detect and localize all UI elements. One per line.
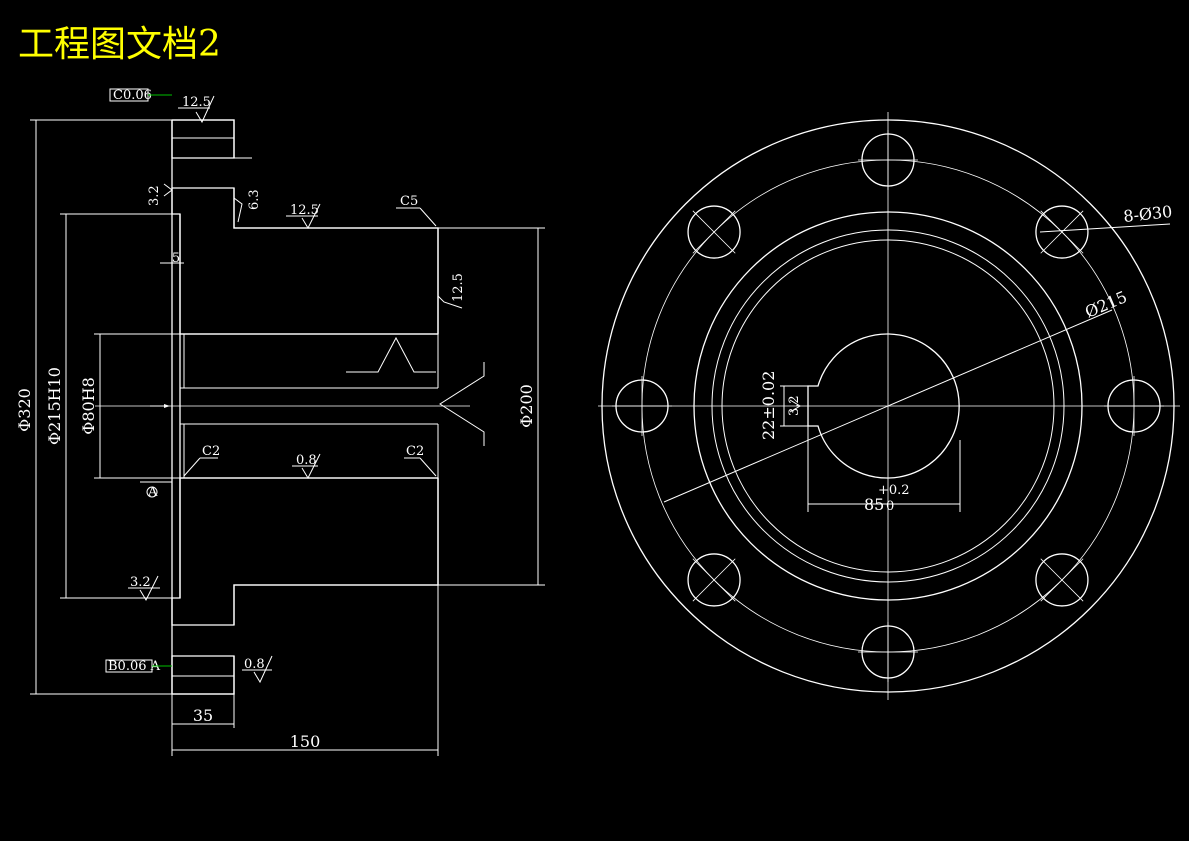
svg-text:C2: C2 [406, 444, 424, 459]
bolt-holes [612, 130, 1164, 682]
dim-150: 150 [290, 732, 321, 751]
bolt-hole [1035, 205, 1089, 259]
keyway-depth: 85 [864, 495, 884, 514]
bore-with-keyway [807, 333, 960, 479]
drawing-title: 工程图文档2 [18, 24, 221, 65]
upper-section-hatch [171, 119, 439, 335]
svg-text:12.5: 12.5 [182, 95, 211, 110]
bolt-hole-centerline [692, 210, 736, 254]
lower-section-hatch [171, 477, 439, 695]
svg-text:0.8: 0.8 [244, 657, 265, 672]
dim-phi200: Φ200 [517, 384, 536, 428]
chamfer-c2-left: C2 [183, 444, 220, 477]
svg-text:C2: C2 [202, 444, 220, 459]
finish-flange-inner-bottom: 3.2 [128, 575, 160, 602]
svg-text:3.2: 3.2 [147, 185, 162, 206]
finish-flange-step: 6.3 [233, 189, 262, 223]
finish-flange-inner-top: 3.2 [147, 183, 173, 206]
finish-bottom-flange: 0.8 [242, 655, 273, 684]
dim-phi80h8: Φ80H8 [79, 377, 98, 435]
tolerance-frame-top-label: C0.06 [113, 88, 152, 103]
end-view: 8-Ø30 Ø215 22±0.02 3.2 85 +0.2 0 [598, 112, 1180, 700]
chamfer-c2-right: C2 [404, 444, 437, 477]
holes-label: 8-Ø30 [1122, 202, 1173, 226]
bolt-hole [1035, 553, 1089, 607]
dim-phi215h10: Φ215H10 [45, 367, 64, 445]
bolt-hole-centerline [1040, 210, 1084, 254]
keyway-depth-tol-upper: +0.2 [878, 483, 910, 498]
svg-text:3.2: 3.2 [130, 575, 151, 590]
chamfer-c5: C5 [396, 194, 437, 227]
finish-hub-end: 12.5 [437, 273, 466, 309]
section-view: Φ320 Φ215H10 Φ80H8 Φ200 35 150 5 C0.06 B… [15, 88, 545, 756]
svg-text:A: A [147, 485, 158, 500]
svg-text:6.3: 6.3 [247, 189, 262, 210]
finish-bore: 0.8 [292, 453, 321, 480]
tolerance-frame-bottom-label: B0.06 A [108, 659, 161, 674]
bolt-hole [687, 205, 741, 259]
finish-top-flange: 12.5 [178, 95, 215, 124]
keyway-width: 22±0.02 [759, 371, 778, 440]
dim-5: 5 [172, 251, 180, 266]
datum-a: A [140, 481, 172, 500]
svg-text:12.5: 12.5 [290, 203, 319, 218]
bolt-hole-centerline [692, 558, 736, 602]
svg-text:C5: C5 [400, 194, 418, 209]
svg-text:12.5: 12.5 [451, 273, 466, 302]
keyway-depth-tol-lower: 0 [886, 499, 894, 514]
dim-phi320: Φ320 [15, 388, 34, 432]
svg-text:0.8: 0.8 [296, 453, 317, 468]
bolt-hole-centerline [1040, 558, 1084, 602]
dim-35: 35 [193, 706, 213, 725]
finish-hub-top: 12.5 [286, 203, 321, 230]
bolt-hole [687, 553, 741, 607]
